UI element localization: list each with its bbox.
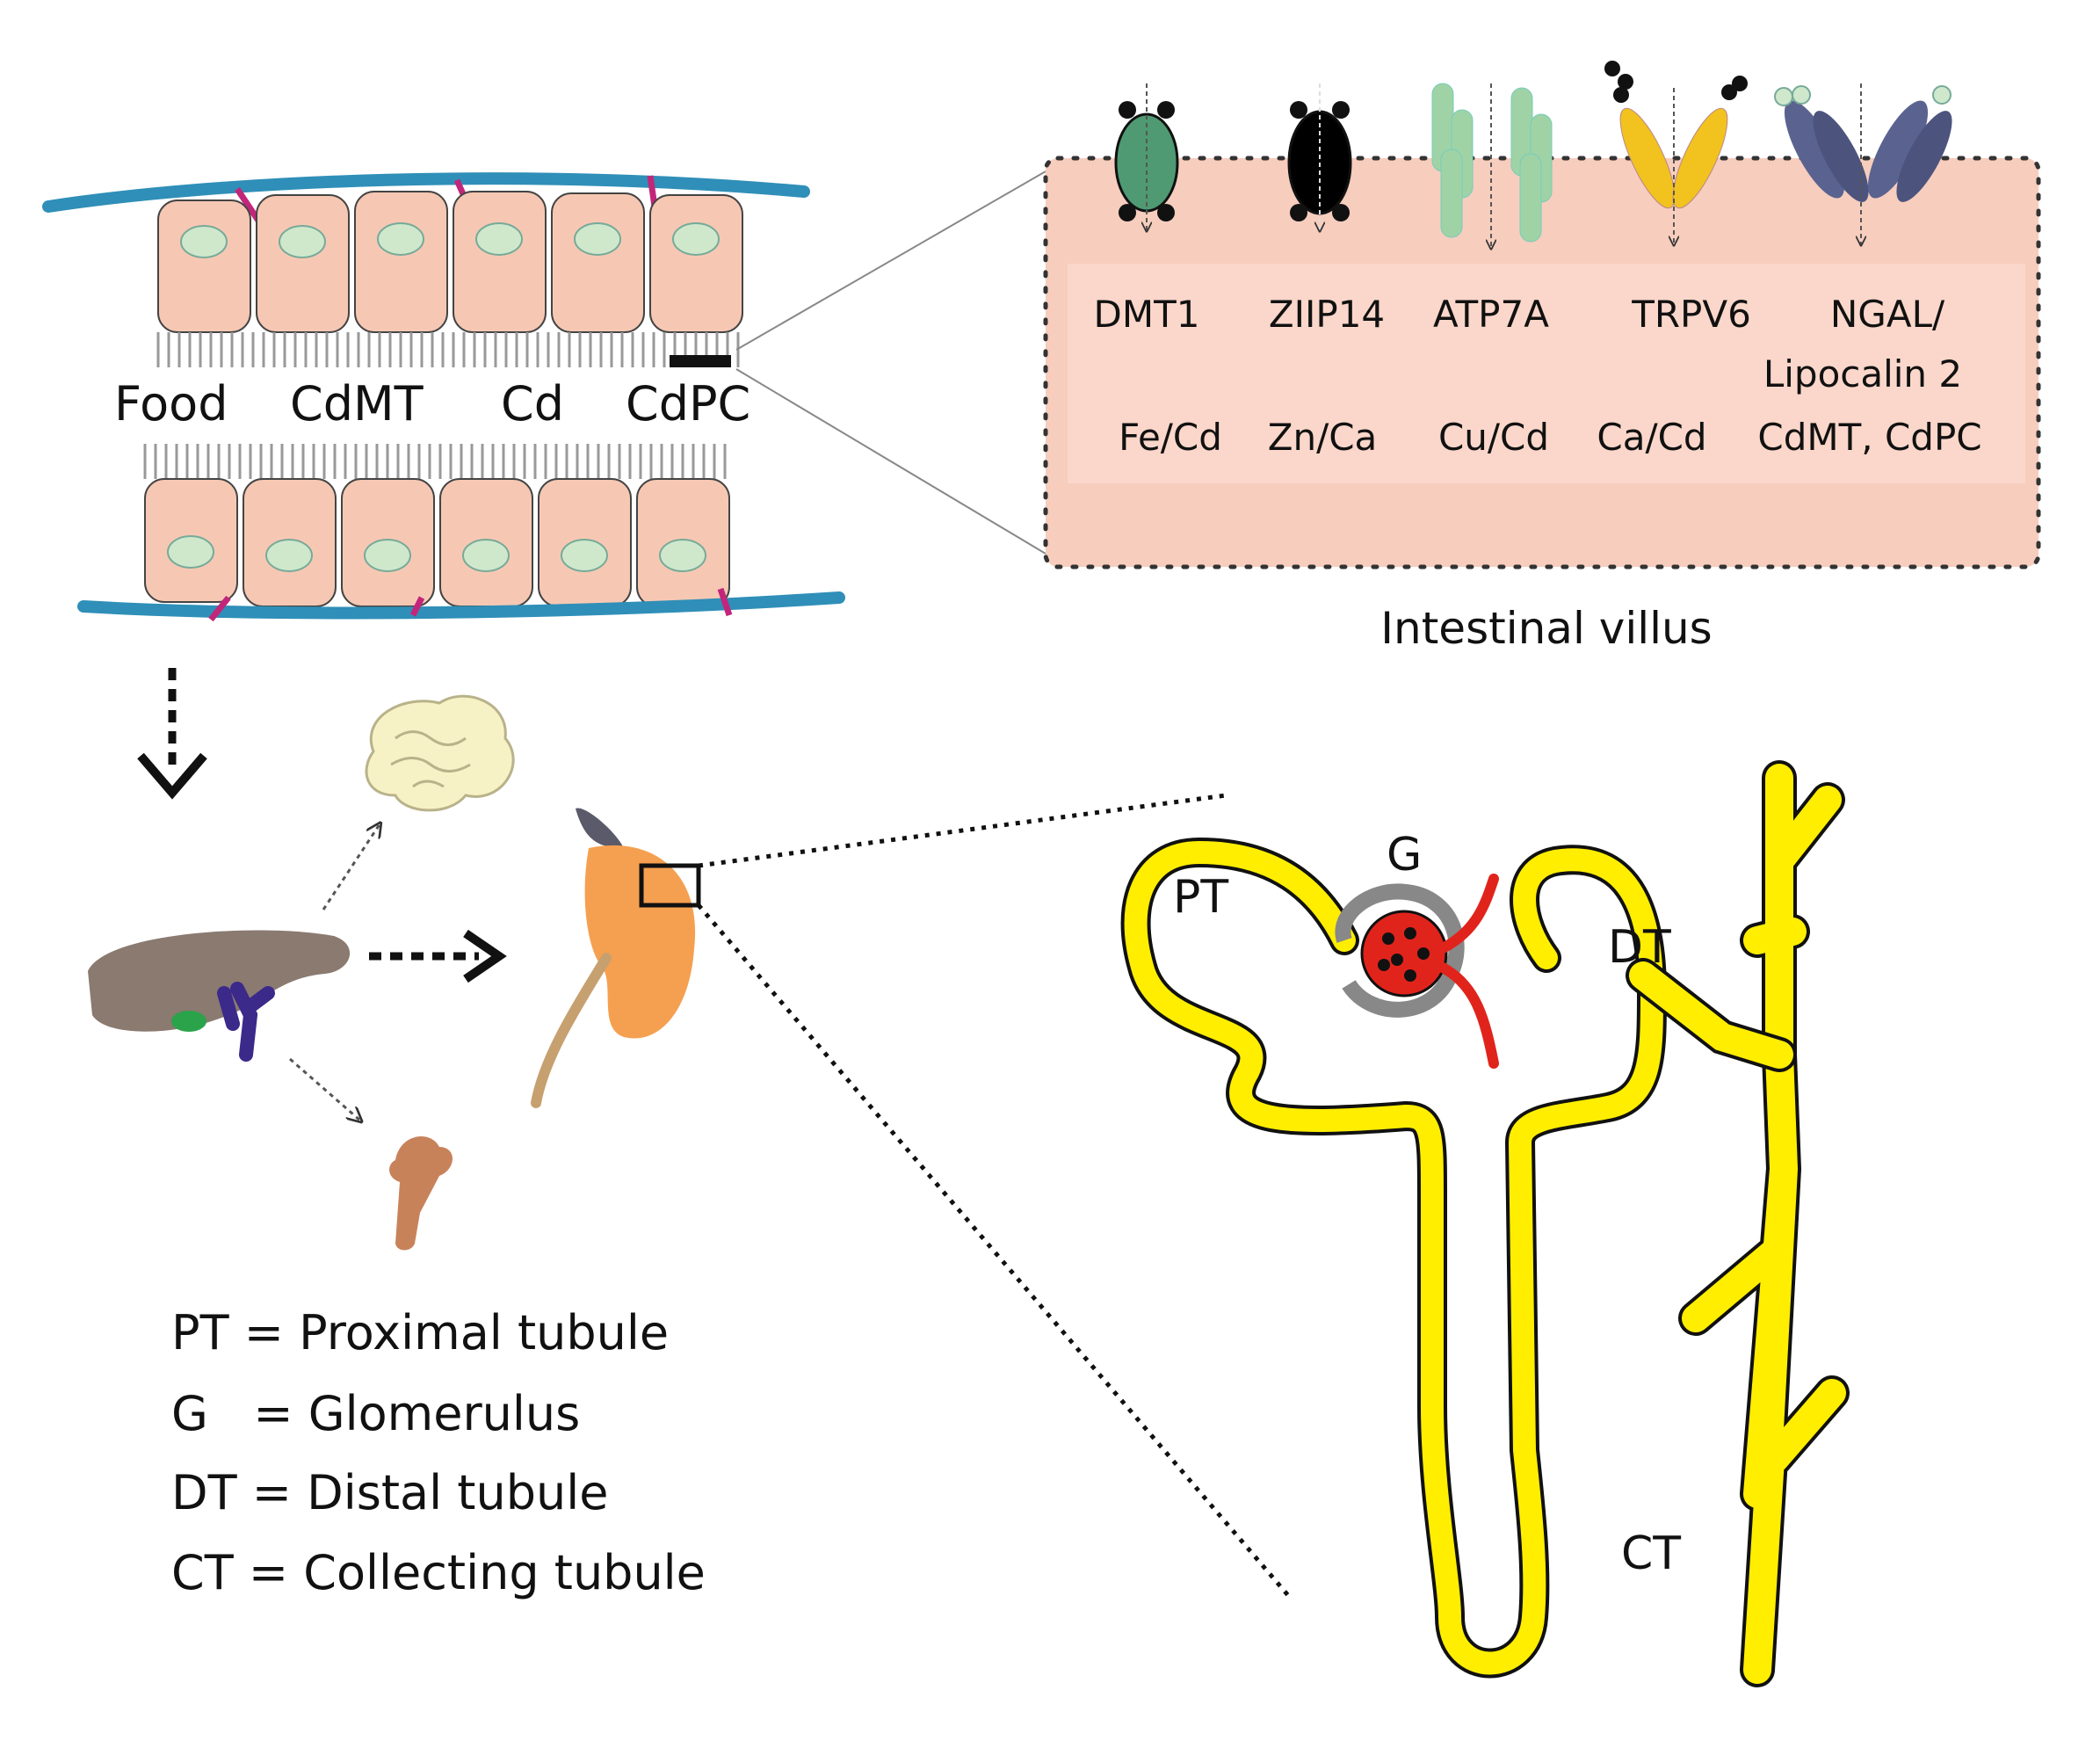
transporter-name-lipocalin: Lipocalin 2 bbox=[1763, 352, 1962, 395]
label-cd: Cd bbox=[501, 376, 564, 432]
transporter-name-trpv6: TRPV6 bbox=[1631, 293, 1751, 336]
upper-epithelium bbox=[157, 191, 743, 333]
right-arrow bbox=[369, 929, 507, 983]
zoom-marker bbox=[670, 355, 731, 367]
nephron bbox=[1120, 760, 1850, 1687]
legend-item: DT = Distal tubule bbox=[171, 1465, 608, 1520]
substrate-ngal: CdMT, CdPC bbox=[1757, 416, 1981, 459]
glomerulus-icon bbox=[1335, 874, 1499, 1069]
kidney-icon bbox=[531, 808, 701, 1108]
substrate-ziip14: Zn/Ca bbox=[1268, 416, 1378, 459]
legend-item: G = Glomerulus bbox=[171, 1386, 580, 1441]
brain-icon bbox=[365, 694, 515, 812]
transporter-name-ngal: NGAL/ bbox=[1830, 293, 1945, 336]
lower-epithelium bbox=[144, 478, 730, 607]
dmt1-icon bbox=[1114, 83, 1179, 230]
legend-item: PT = Proximal tubule bbox=[171, 1305, 669, 1360]
intestine-section: Food CdMT Cd CdPC bbox=[42, 172, 845, 622]
liver-icon bbox=[88, 930, 351, 1062]
label-g: G bbox=[1387, 829, 1422, 881]
substrate-trpv6: Ca/Cd bbox=[1597, 416, 1706, 459]
transporter-name-dmt1: DMT1 bbox=[1094, 293, 1200, 336]
label-cdmt: CdMT bbox=[290, 376, 424, 432]
label-dt: DT bbox=[1608, 921, 1671, 974]
legend-item: CT = Collecting tubule bbox=[171, 1545, 706, 1600]
label-ct: CT bbox=[1621, 1527, 1681, 1580]
label-cdpc: CdPC bbox=[626, 376, 750, 432]
ziip14-icon bbox=[1287, 83, 1352, 230]
ngal-lipocalin-icon bbox=[1774, 83, 1952, 244]
trpv6-icon bbox=[1604, 61, 1748, 244]
label-food: Food bbox=[114, 376, 228, 432]
lower-blood-vessel bbox=[77, 591, 845, 620]
substrate-dmt1: Fe/Cd bbox=[1119, 416, 1222, 459]
down-arrow bbox=[137, 668, 207, 800]
atp7a-icon bbox=[1431, 83, 1553, 248]
intestinal-villus: DMT1 ZIIP14 ATP7A TRPV6 NGAL/ Lipocalin … bbox=[1043, 61, 2041, 569]
label-pt: PT bbox=[1173, 871, 1228, 924]
upper-blood-vessel bbox=[42, 172, 810, 213]
legend: PT = Proximal tubule G = Glomerulus DT =… bbox=[171, 1305, 706, 1600]
transporter-name-atp7a: ATP7A bbox=[1433, 293, 1549, 336]
transporter-name-ziip14: ZIIP14 bbox=[1269, 293, 1385, 336]
villus-caption: Intestinal villus bbox=[1380, 603, 1712, 654]
bone-icon bbox=[389, 1136, 453, 1251]
substrate-atp7a: Cu/Cd bbox=[1438, 416, 1549, 459]
